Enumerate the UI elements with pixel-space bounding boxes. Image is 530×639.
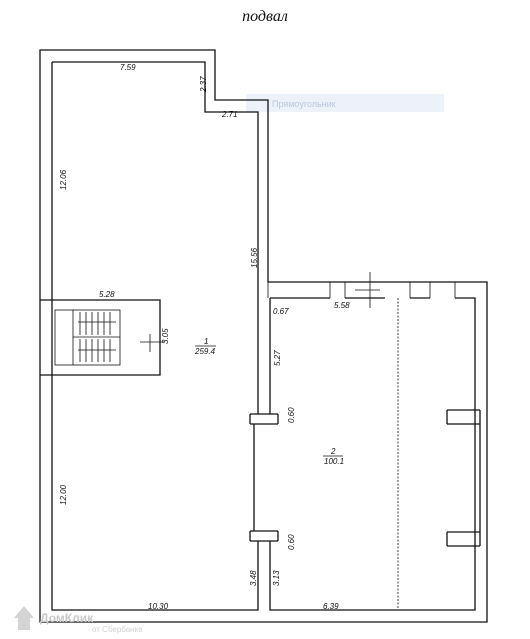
- stair-steps: [79, 312, 111, 362]
- room-1-number: 1: [204, 337, 208, 346]
- dim-bottom-right: 6.39: [323, 602, 339, 611]
- stair-arrows: [78, 321, 116, 351]
- right-window-lower: [446, 531, 481, 547]
- dim-stair-depth: 3.05: [161, 328, 170, 344]
- dim-notch-height: 2.37: [199, 76, 208, 93]
- cut-mark: [355, 272, 380, 308]
- selection-highlight: [246, 94, 444, 112]
- room-2-label: 2 100.1: [323, 447, 344, 466]
- selection-label: Прямоугольник: [272, 99, 336, 109]
- dim-left-lower: 12.00: [59, 484, 68, 505]
- outer-wall: [39, 49, 488, 623]
- dim-stair-width: 5.28: [99, 290, 115, 299]
- right-window-upper: [446, 409, 481, 425]
- stair-door: [140, 334, 165, 352]
- room-2-area: 100.1: [324, 457, 344, 466]
- dim-notch-width: 2.71: [221, 110, 238, 119]
- dim-window-lower: 0.60: [287, 534, 296, 550]
- dim-lower-left-b: 3.13: [272, 570, 281, 586]
- dim-room2-top: 5.58: [334, 301, 350, 310]
- dim-lower-left-a: 3.48: [249, 570, 258, 586]
- room-1-area: 259.4: [194, 347, 216, 356]
- watermark-sub: от Сбербанка: [92, 625, 143, 634]
- partition-opening-upper: [249, 413, 279, 425]
- room2-wall: [269, 297, 476, 611]
- watermark-brand: ДомКлик: [40, 611, 94, 625]
- dim-room2-left: 5.27: [273, 350, 282, 366]
- room2-top-notch: [267, 282, 456, 298]
- dim-left-upper: 12.06: [59, 169, 68, 190]
- dim-middle-wall: 15.56: [250, 247, 259, 268]
- partition-opening-lower: [249, 530, 279, 542]
- house-logo-icon: [14, 606, 34, 630]
- room-1-label: 1 259.4: [194, 337, 216, 356]
- dim-window-upper: 0.60: [287, 407, 296, 423]
- dim-room2-top-small: 0.67: [273, 307, 289, 316]
- stair-block: [40, 299, 161, 376]
- watermark: ДомКлик от Сбербанка: [14, 606, 143, 634]
- dim-top-width: 7.59: [120, 63, 136, 72]
- dim-bottom-left: 10.30: [148, 602, 169, 611]
- stair-well: [54, 309, 121, 366]
- inner-wall: [51, 61, 259, 611]
- room-2-number: 2: [330, 447, 336, 456]
- plan-title: подвал: [242, 8, 288, 25]
